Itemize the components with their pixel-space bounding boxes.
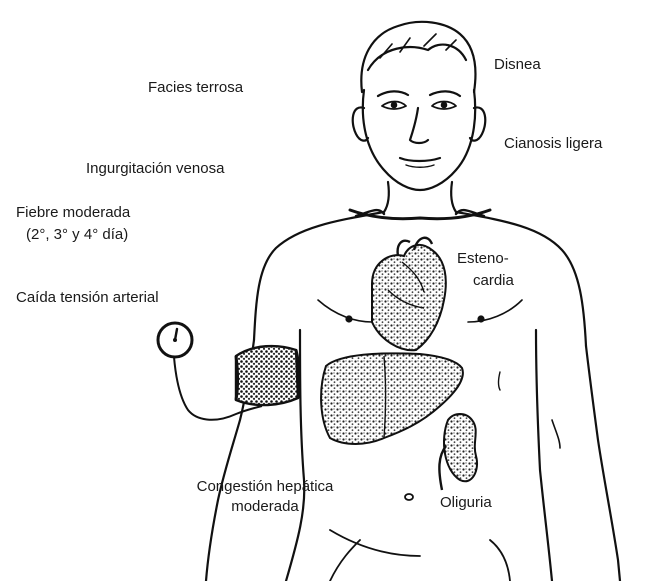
label-estenocardia-1: Esteno- [457, 250, 509, 268]
label-fiebre-dias: (2°, 3° y 4° día) [26, 226, 128, 244]
label-congestion-moderada: moderada [150, 498, 380, 516]
head [353, 22, 486, 190]
label-disnea: Disnea [494, 56, 541, 74]
label-ingurgitacion-venosa: Ingurgitación venosa [86, 160, 224, 178]
label-facies-terrosa: Facies terrosa [148, 79, 243, 97]
label-congestion-hepatica: Congestión hepática [150, 478, 380, 496]
kidney-illustration [439, 414, 477, 490]
blood-pressure-cuff [236, 346, 299, 405]
label-estenocardia-2: cardia [473, 272, 514, 290]
label-fiebre-moderada: Fiebre moderada [16, 204, 130, 222]
label-cianosis-ligera: Cianosis ligera [504, 135, 602, 153]
heart-illustration [372, 238, 446, 350]
label-caida-tension-arterial: Caída tensión arterial [16, 289, 159, 307]
liver-illustration [321, 353, 463, 444]
label-oliguria: Oliguria [440, 494, 492, 512]
